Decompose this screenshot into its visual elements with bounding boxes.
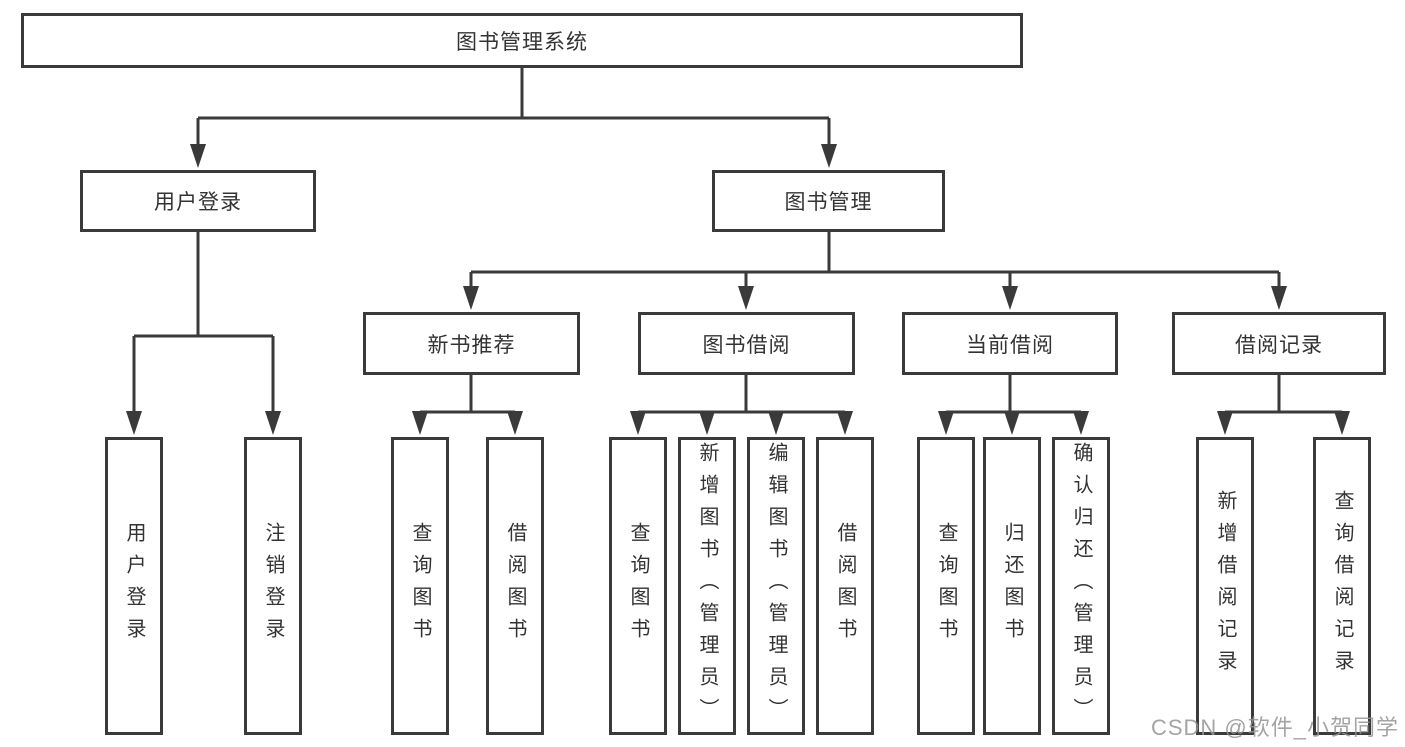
- node-label: 用户登录: [154, 191, 242, 214]
- connector-root: [196, 68, 831, 150]
- node-book-borrow: 图书借阅: [638, 312, 855, 375]
- leaf-query-books-current: 查询图书: [917, 437, 975, 735]
- leaf-add-books-admin: 新增图书（管理员）: [678, 437, 736, 735]
- node-label: 图书管理系统: [456, 30, 588, 54]
- leaf-label: 编辑图书（管理员）: [765, 442, 787, 730]
- node-new-book-recommend: 新书推荐: [363, 312, 580, 375]
- leaf-label: 确认归还（管理员）: [1070, 442, 1092, 730]
- node-label: 当前借阅: [966, 333, 1054, 357]
- leaf-label: 新增图书（管理员）: [696, 442, 718, 730]
- leaf-edit-books-admin: 编辑图书（管理员）: [747, 437, 805, 735]
- connector-borrow-records: [1225, 375, 1342, 414]
- node-user-login: 用户登录: [80, 170, 316, 232]
- leaf-query-borrow-record: 查询借阅记录: [1313, 437, 1371, 735]
- leaf-label: 查询图书: [935, 522, 957, 650]
- connector-book-management: [469, 232, 1281, 290]
- node-root: 图书管理系统: [21, 13, 1023, 68]
- connector-book-borrow: [638, 375, 845, 414]
- node-label: 图书管理: [784, 191, 873, 214]
- node-current-borrow: 当前借阅: [902, 312, 1118, 375]
- node-label: 图书借阅: [702, 333, 791, 357]
- connector-user-login: [132, 232, 275, 416]
- node-borrow-records: 借阅记录: [1172, 312, 1386, 375]
- leaf-query-books-recommend: 查询图书: [391, 437, 449, 735]
- leaf-label: 查询借阅记录: [1331, 490, 1353, 682]
- leaf-label: 借阅图书: [504, 522, 526, 650]
- leaf-label: 查询图书: [627, 522, 649, 650]
- node-label: 新书推荐: [427, 333, 516, 357]
- leaf-return-books: 归还图书: [983, 437, 1041, 735]
- leaf-label: 归还图书: [1001, 522, 1023, 650]
- leaf-label: 新增借阅记录: [1214, 490, 1236, 682]
- leaf-borrow-books: 借阅图书: [816, 437, 874, 735]
- leaf-query-books-borrow: 查询图书: [609, 437, 667, 735]
- node-book-management: 图书管理: [712, 170, 945, 232]
- leaf-label: 用户登录: [123, 522, 145, 650]
- leaf-add-borrow-record: 新增借阅记录: [1196, 437, 1254, 735]
- watermark: CSDN @软件_小贺同学: [1150, 715, 1399, 740]
- leaf-label: 查询图书: [409, 522, 431, 650]
- leaf-logout: 注销登录: [244, 437, 302, 735]
- leaf-borrow-books-recommend: 借阅图书: [486, 437, 544, 735]
- leaf-label: 注销登录: [262, 522, 284, 650]
- connector-new-book-recommend: [420, 375, 515, 414]
- node-label: 借阅记录: [1235, 333, 1323, 357]
- leaf-user-login: 用户登录: [105, 437, 163, 735]
- leaf-confirm-return-admin: 确认归还（管理员）: [1052, 437, 1110, 735]
- connector-current-borrow: [946, 375, 1081, 414]
- arrowheads: [126, 144, 1350, 435]
- leaf-label: 借阅图书: [834, 522, 856, 650]
